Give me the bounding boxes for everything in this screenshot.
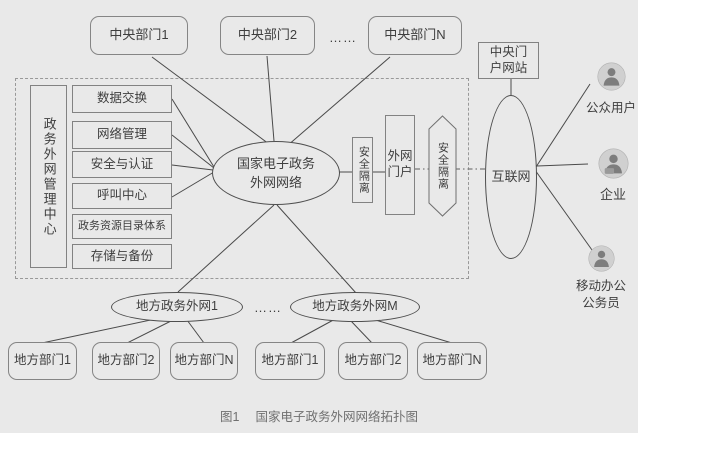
local-network-1-ellipse: 地方政务外网1 [111, 292, 243, 322]
local-department-2a-label: 地方部门2 [97, 353, 155, 368]
module-resource-directory-label: 政务资源目录体系 [78, 219, 166, 232]
central-department-1-box: 中央部门1 [90, 16, 188, 55]
security-isolation-left-label: 安全隔离 [357, 146, 370, 194]
local-network-m-label: 地方政务外网M [312, 299, 398, 314]
extranet-portal-box: 外网门户 [385, 115, 415, 215]
central-portal-website-box: 中央门户网站 [478, 42, 539, 79]
core-network-ellipse: 国家电子政务外网网络 [212, 141, 340, 205]
top-ellipsis: …… [329, 29, 357, 45]
module-resource-directory-box: 政务资源目录体系 [72, 214, 172, 239]
local-department-1b-box: 地方部门1 [255, 342, 325, 380]
module-security-authentication-box: 安全与认证 [72, 151, 172, 178]
management-center-label: 政务外网管理中心 [41, 116, 57, 237]
enterprise-user: 企业 [587, 148, 639, 203]
local-department-nb-label: 地方部门N [422, 353, 482, 368]
figure-caption-number: 图1 [220, 410, 240, 424]
module-network-management-label: 网络管理 [96, 127, 147, 142]
public-user: 公众用户 [585, 62, 637, 116]
local-department-nb-box: 地方部门N [417, 342, 487, 380]
bottom-ellipsis: …… [254, 299, 282, 315]
mobile-worker-label: 移动办公公务员 [575, 279, 626, 310]
local-department-2b-label: 地方部门2 [344, 353, 402, 368]
internet-label: 互联网 [491, 168, 531, 184]
local-department-1a-box: 地方部门1 [8, 342, 77, 380]
central-department-n-label: 中央部门N [384, 27, 446, 43]
central-department-2-label: 中央部门2 [237, 27, 298, 43]
diagram-canvas: 中央部门1 中央部门2 …… 中央部门N 中央门户网站 政务外网管理中心 数据交… [0, 0, 638, 433]
mobile-worker-icon [587, 245, 615, 272]
public-user-label: 公众用户 [585, 101, 636, 115]
core-network-label: 国家电子政务外网网络 [236, 155, 315, 191]
module-call-center-box: 呼叫中心 [72, 183, 172, 209]
enterprise-icon [598, 148, 628, 179]
security-isolation-left-box: 安全隔离 [352, 137, 373, 203]
figure-caption: 图1 国家电子政务外网网络拓扑图 [0, 406, 638, 425]
local-department-2b-box: 地方部门2 [338, 342, 408, 380]
local-department-na-label: 地方部门N [174, 353, 234, 368]
management-center-box: 政务外网管理中心 [30, 85, 67, 268]
central-department-1-label: 中央部门1 [109, 27, 169, 43]
module-security-authentication-label: 安全与认证 [90, 156, 154, 171]
extranet-portal-label: 外网门户 [387, 149, 413, 179]
enterprise-label: 企业 [599, 187, 626, 202]
module-network-management-box: 网络管理 [72, 121, 172, 149]
local-department-2a-box: 地方部门2 [92, 342, 160, 380]
module-storage-backup-label: 存储与备份 [90, 248, 154, 263]
local-department-1a-label: 地方部门1 [14, 353, 71, 368]
module-call-center-label: 呼叫中心 [96, 188, 147, 203]
module-data-exchange-label: 数据交换 [96, 91, 147, 106]
security-isolation-right-hexagon: 安全隔离 [428, 115, 457, 217]
hexagon-shape [428, 115, 457, 217]
module-storage-backup-box: 存储与备份 [72, 244, 172, 269]
local-network-m-ellipse: 地方政务外网M [290, 292, 420, 322]
internet-ellipse: 互联网 [485, 95, 537, 259]
local-network-1-label: 地方政务外网1 [136, 299, 218, 314]
module-data-exchange-box: 数据交换 [72, 85, 172, 113]
central-portal-website-label: 中央门户网站 [489, 44, 528, 75]
mobile-worker-user: 移动办公公务员 [571, 245, 631, 312]
central-department-n-box: 中央部门N [368, 16, 462, 55]
public-user-icon [596, 62, 626, 91]
central-department-2-box: 中央部门2 [220, 16, 315, 55]
local-department-na-box: 地方部门N [170, 342, 238, 380]
local-department-1b-label: 地方部门1 [261, 353, 319, 368]
security-isolation-right-label: 安全隔离 [436, 142, 449, 190]
figure-caption-title: 国家电子政务外网网络拓扑图 [255, 410, 418, 424]
